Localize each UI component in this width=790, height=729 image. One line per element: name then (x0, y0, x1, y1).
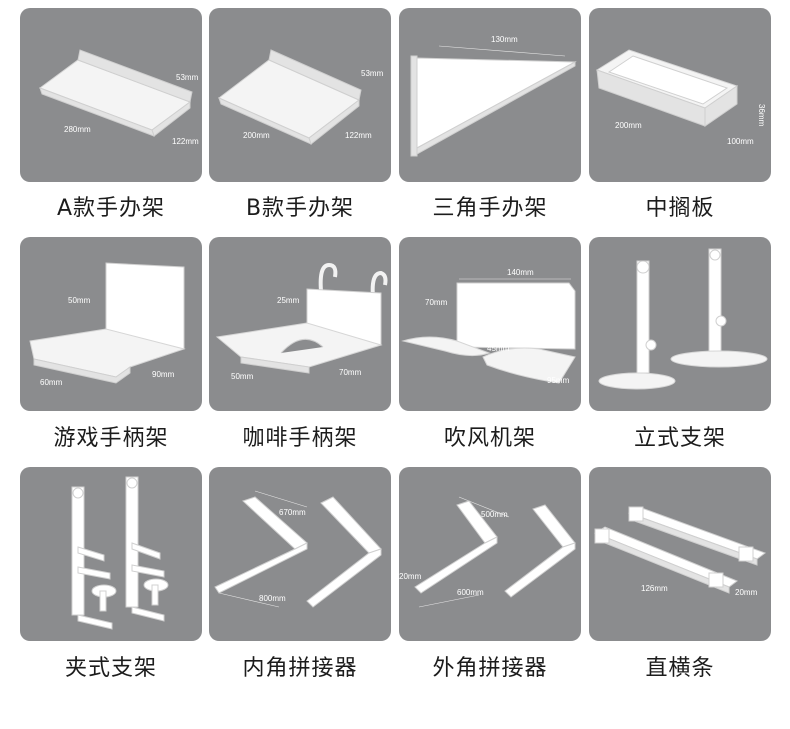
dim-label: 280mm (64, 125, 91, 134)
outer-corner-connector-image: 500mm 20mm 600mm (399, 496, 576, 608)
product-card-gamepad-stand[interactable]: 50mm 60mm 90mm (20, 237, 202, 411)
product-card-outer-corner-connector[interactable]: 500mm 20mm 600mm (399, 467, 581, 641)
dim-label: 140mm (507, 268, 534, 277)
product-card-inner-corner-connector[interactable]: 670mm 800mm (209, 467, 391, 641)
product-card-hairdryer-stand[interactable]: 140mm 70mm 45mm 95mm (399, 237, 581, 411)
product-card-straight-bar[interactable]: 126mm 20mm (589, 467, 771, 641)
coffee-handle-stand-image: 25mm 50mm 70mm (215, 262, 388, 381)
product-label: 立式支架 (633, 426, 726, 451)
dim-label: 70mm (339, 368, 362, 377)
inner-corner-connector-image: 670mm 800mm (214, 490, 382, 608)
dim-label: 50mm (68, 296, 91, 305)
product-label: 夹式支架 (64, 656, 157, 681)
dim-label: 200mm (615, 121, 642, 130)
dim-label: 122mm (345, 131, 372, 140)
dim-label: 53mm (176, 73, 199, 82)
product-card-coffee-handle-stand[interactable]: 25mm 50mm 70mm (209, 237, 391, 411)
dim-label: 600mm (457, 588, 484, 597)
product-card-triangle-shelf[interactable]: 130mm (399, 8, 581, 182)
dim-label: 100mm (727, 137, 754, 146)
product-card-a-shelf[interactable]: 53mm 280mm 122mm (20, 8, 202, 182)
middle-shelf-image: 36mm 200mm 100mm (595, 49, 766, 146)
dim-label: 20mm (399, 572, 422, 581)
product-card-clamp-bracket[interactable] (20, 467, 202, 641)
clamp-bracket-image (71, 476, 169, 630)
dim-label: 500mm (481, 510, 508, 519)
dim-label: 70mm (425, 298, 448, 307)
dim-label: 45mm (487, 344, 510, 353)
product-label: 游戏手柄架 (53, 426, 169, 451)
dim-label: 200mm (243, 131, 270, 140)
dim-label: 126mm (641, 584, 668, 593)
product-label: 直横条 (645, 656, 715, 681)
gamepad-stand-image: 50mm 60mm 90mm (29, 262, 186, 387)
dim-label: 670mm (279, 508, 306, 517)
product-card-standing-bracket[interactable] (589, 237, 771, 411)
dim-label: 36mm (757, 104, 766, 127)
dim-label: 130mm (491, 35, 518, 44)
dim-label: 20mm (735, 588, 758, 597)
triangle-shelf-image: 130mm (410, 35, 577, 157)
product-card-b-shelf[interactable]: 53mm 200mm 122mm (209, 8, 391, 182)
standing-bracket-image (598, 248, 768, 390)
dim-label: 800mm (259, 594, 286, 603)
product-label: B款手办架 (245, 196, 355, 221)
dim-label: 122mm (172, 137, 199, 146)
product-label: 三角手办架 (432, 196, 548, 221)
dim-label: 90mm (152, 370, 175, 379)
hairdryer-stand-image: 140mm 70mm 45mm 95mm (401, 268, 576, 385)
product-label: 中搁板 (645, 196, 715, 221)
dim-label: 53mm (361, 69, 384, 78)
product-label: 内角拼接器 (242, 656, 358, 681)
straight-bar-image: 126mm 20mm (593, 506, 767, 597)
dim-label: 50mm (231, 372, 254, 381)
product-label: 吹风机架 (443, 426, 536, 451)
b-shelf-image: 53mm 200mm 122mm (218, 49, 384, 145)
a-shelf-image: 53mm 280mm 122mm (38, 49, 199, 146)
product-card-middle-shelf[interactable]: 36mm 200mm 100mm (589, 8, 771, 182)
product-label: A款手办架 (56, 196, 166, 221)
product-label: 咖啡手柄架 (242, 426, 358, 451)
dim-label: 25mm (277, 296, 300, 305)
dim-label: 95mm (547, 376, 570, 385)
product-label: 外角拼接器 (432, 656, 548, 681)
dim-label: 60mm (40, 378, 63, 387)
